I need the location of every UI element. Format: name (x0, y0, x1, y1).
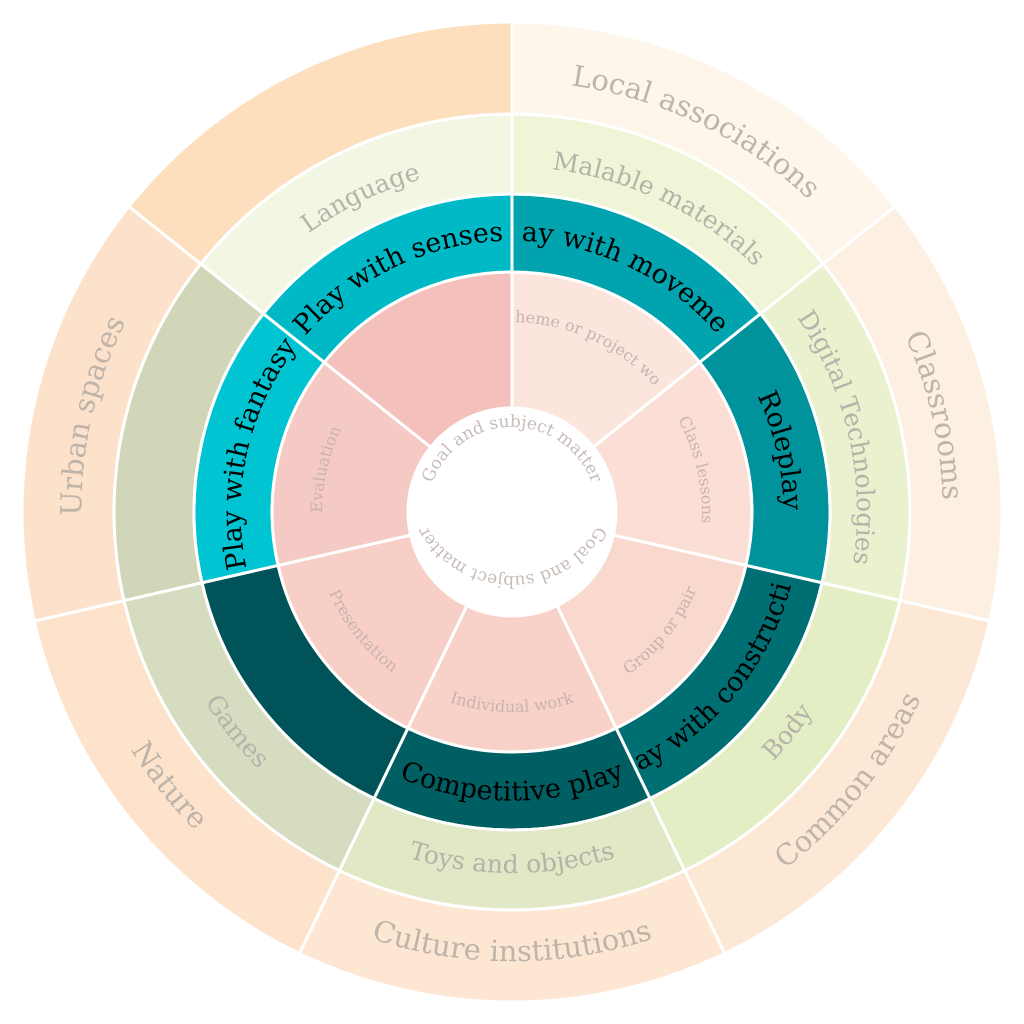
segments-layer (20, 20, 1004, 1004)
spaces-segment-blank-6 (126, 20, 514, 266)
center-disc (408, 408, 616, 616)
